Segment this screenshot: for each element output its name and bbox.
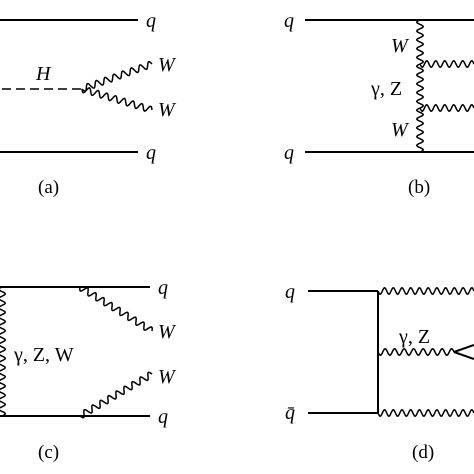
w-label-upper-b: W bbox=[391, 35, 410, 57]
higgs-label-a: H bbox=[35, 63, 52, 85]
caption-a: (a) bbox=[38, 177, 59, 198]
quark-label-top-b: q bbox=[284, 10, 294, 32]
gamma-z-label-d: γ, Z bbox=[398, 326, 430, 348]
quark-label-top-d: q bbox=[285, 281, 295, 303]
fermion-upper-d bbox=[453, 344, 474, 353]
w-label-lower-a: W bbox=[158, 99, 177, 121]
caption-c: (c) bbox=[38, 442, 59, 463]
caption-d: (d) bbox=[412, 442, 434, 463]
w-label-lower-c: W bbox=[158, 366, 177, 388]
w-boson-lower-c bbox=[79, 371, 153, 419]
quark-label-top-a: q bbox=[146, 10, 156, 32]
quark-label-top-c: q bbox=[158, 277, 168, 299]
gamma-z-propagator-d bbox=[377, 347, 455, 357]
diagram-d: q q̄ γ, Z (d) bbox=[285, 281, 474, 463]
diagram-c: q γ, Z, W W W q (c) bbox=[0, 277, 177, 463]
w-label-upper-c: W bbox=[158, 321, 177, 343]
quark-label-bottom-a: q bbox=[146, 142, 156, 164]
w-label-lower-b: W bbox=[391, 119, 410, 141]
diagram-a: q H W W q (a) bbox=[0, 10, 177, 198]
quark-label-bottom-c: q bbox=[158, 406, 168, 428]
boson-outgoing-top-d bbox=[377, 286, 474, 296]
gamma-z-label-b: γ, Z bbox=[370, 78, 402, 100]
quark-label-bottom-b: q bbox=[284, 142, 294, 164]
w-label-upper-a: W bbox=[158, 54, 177, 76]
boson-outgoing-bottom-d bbox=[377, 408, 474, 418]
w-exchange-upper-b bbox=[415, 19, 425, 65]
w-exchange-lower-b bbox=[415, 107, 425, 153]
w-boson-outgoing-lower-b bbox=[419, 103, 474, 113]
w-boson-outgoing-upper-b bbox=[419, 59, 474, 69]
gamma-z-exchange-b bbox=[415, 63, 425, 109]
w-boson-upper-c bbox=[79, 286, 153, 332]
exchange-boson-c bbox=[0, 286, 7, 417]
exchange-label-c: γ, Z, W bbox=[13, 344, 74, 366]
w-boson-lower-a bbox=[81, 87, 153, 112]
caption-b: (b) bbox=[408, 177, 430, 198]
diagram-b: q W γ, Z W q (b) bbox=[284, 10, 474, 198]
antiquark-label-bottom-d: q̄ bbox=[285, 402, 295, 424]
fermion-lower-d bbox=[453, 351, 474, 360]
w-boson-upper-a bbox=[81, 61, 153, 92]
